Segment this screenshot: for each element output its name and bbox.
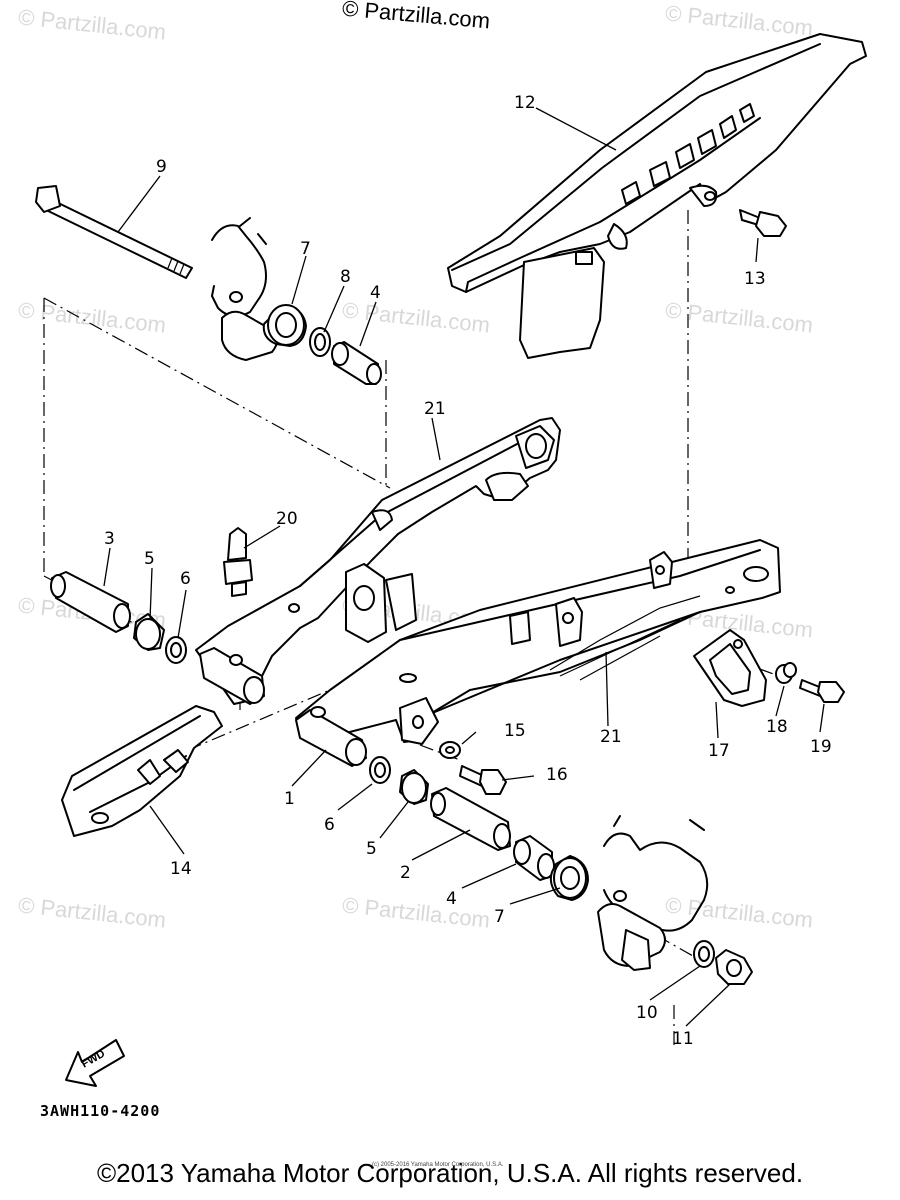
callout-19: 19 — [810, 737, 832, 757]
bearing-left — [133, 613, 165, 651]
callout-21-lower: 21 — [600, 727, 622, 747]
callout-3: 3 — [104, 529, 115, 549]
callout-6-right: 6 — [324, 815, 335, 835]
callout-8: 8 — [340, 267, 351, 287]
bearing-right — [399, 769, 429, 805]
chain-case — [447, 33, 867, 359]
oil-seal-upper — [309, 327, 331, 357]
small-copyright: (c) 2005-2016 Yamaha Motor Corporation, … — [372, 1162, 504, 1168]
callout-17: 17 — [708, 741, 730, 761]
callout-14: 14 — [170, 859, 192, 879]
pivot-shaft — [35, 185, 193, 279]
callout-5-left: 5 — [144, 549, 155, 569]
bearing-upper — [262, 304, 307, 347]
collar-lower — [513, 835, 555, 881]
callout-15: 15 — [504, 721, 526, 741]
callout-9: 9 — [156, 157, 167, 177]
bolt-16 — [459, 765, 507, 795]
callout-10: 10 — [636, 1003, 658, 1023]
callout-6-left: 6 — [180, 569, 191, 589]
oil-seal-right — [369, 756, 391, 784]
callout-2: 2 — [400, 863, 411, 883]
pivot-collar-right — [430, 787, 511, 851]
callout-12: 12 — [514, 93, 536, 113]
chain-case-bolt — [739, 209, 787, 237]
callout-1: 1 — [284, 789, 295, 809]
pivot-collar-left — [50, 571, 131, 633]
callout-21-upper: 21 — [424, 399, 446, 419]
diagram-code: 3AWH110-4200 — [40, 1102, 161, 1120]
callout-16: 16 — [546, 765, 568, 785]
swingarm-pivot-tube — [199, 647, 265, 705]
nut-11 — [715, 949, 753, 985]
swingarm-right-pivot-tube — [295, 706, 367, 767]
callout-7-upper: 7 — [300, 239, 311, 259]
leader-lines — [103, 107, 825, 1027]
guard-bolt — [799, 679, 845, 703]
forward-arrow-icon: FWD — [65, 1039, 125, 1087]
callout-18: 18 — [766, 717, 788, 737]
callout-11: 11 — [672, 1029, 694, 1049]
oil-seal-left — [165, 636, 187, 664]
callout-20: 20 — [276, 509, 298, 529]
callout-5-right: 5 — [366, 839, 377, 859]
washer-10 — [693, 940, 715, 968]
grease-nipple — [223, 527, 253, 597]
copyright-notice: ©2013 Yamaha Motor Corporation, U.S.A. A… — [96, 1158, 804, 1188]
callout-4-upper: 4 — [370, 283, 381, 303]
callout-13: 13 — [744, 269, 766, 289]
washer-15 — [439, 741, 461, 759]
bearing-lower — [549, 855, 589, 901]
swingarm-right — [295, 539, 781, 745]
guard-collar — [775, 662, 797, 684]
swingarm-left — [195, 417, 561, 705]
collar-upper — [331, 341, 382, 385]
callout-7-lower: 7 — [494, 907, 505, 927]
callout-4-lower: 4 — [446, 889, 457, 909]
chain-slider — [61, 705, 223, 837]
callouts: 9 7 8 4 12 13 21 20 3 5 6 15 16 21 17 18… — [104, 93, 832, 1049]
frame-bracket-lower — [597, 815, 709, 971]
chain-guard-plate — [693, 629, 767, 707]
